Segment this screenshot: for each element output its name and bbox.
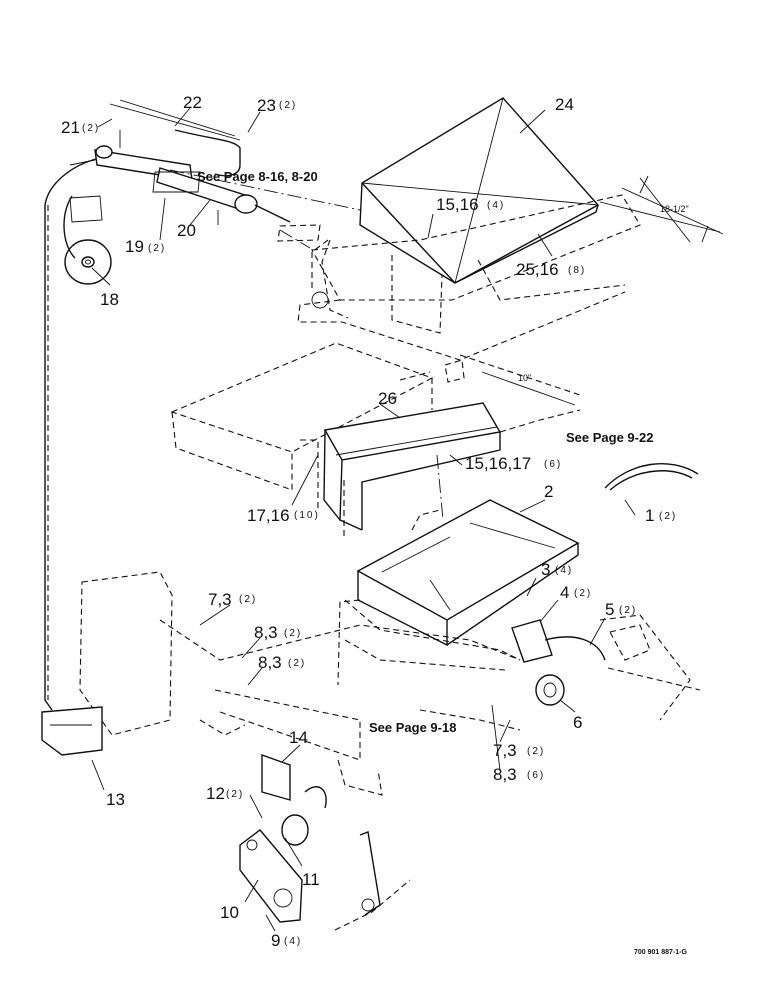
callout-15-16: 15,16 bbox=[436, 195, 479, 214]
note-see-page-9-18: See Page 9-18 bbox=[369, 720, 456, 735]
callout-8-3-upper-qty: (2) bbox=[284, 628, 302, 639]
callout-12-qty: (2) bbox=[226, 789, 244, 800]
cover-plate bbox=[261, 754, 327, 809]
callout-14: 14 bbox=[289, 728, 308, 747]
callout-9-qty: (4) bbox=[284, 936, 302, 947]
callout-7-3-upper-qty: (2) bbox=[239, 594, 257, 605]
callout-25-16-qty: (8) bbox=[568, 265, 586, 276]
callout-8-3-lower-qty: (6) bbox=[527, 770, 545, 781]
hidden-box bbox=[170, 342, 434, 491]
callout-15-16-qty: (4) bbox=[487, 200, 505, 211]
callout-4-qty: (2) bbox=[574, 588, 592, 599]
upper-frame bbox=[297, 177, 721, 383]
dimension-18-half: 18-1/2" bbox=[660, 204, 689, 214]
callout-9: 9 bbox=[271, 931, 280, 950]
callout-19-qty: (2) bbox=[148, 243, 166, 254]
callout-23: 23 bbox=[257, 96, 276, 115]
callout-8-3-lower: 8,3 bbox=[493, 765, 517, 784]
motor bbox=[511, 619, 606, 663]
dimension-10: 10" bbox=[518, 373, 531, 383]
shield bbox=[300, 402, 581, 531]
callout-6: 6 bbox=[573, 713, 582, 732]
callout-7-3-upper: 7,3 bbox=[208, 590, 232, 609]
cylinder-assembly bbox=[69, 99, 321, 242]
callout-24: 24 bbox=[555, 95, 574, 114]
pulley bbox=[63, 195, 112, 285]
callout-4: 4 bbox=[560, 583, 569, 602]
callout-8-3-upper: 8,3 bbox=[254, 623, 278, 642]
strap bbox=[604, 462, 699, 491]
center-lines bbox=[169, 169, 444, 521]
callout-8-3-middle: 8,3 bbox=[258, 653, 282, 672]
callout-2: 2 bbox=[544, 482, 553, 501]
callout-23-qty: (2) bbox=[279, 100, 297, 111]
callout-18: 18 bbox=[100, 290, 119, 309]
hood bbox=[359, 97, 600, 284]
callout-17-16: 17,16 bbox=[247, 506, 290, 525]
dimension-lines bbox=[459, 175, 724, 406]
callout-5-qty: (2) bbox=[619, 605, 637, 616]
callout-21-qty: (2) bbox=[82, 123, 100, 134]
callout-3-qty: (4) bbox=[555, 565, 573, 576]
callout-3: 3 bbox=[541, 560, 550, 579]
callout-19: 19 bbox=[125, 237, 144, 256]
drawing-number: 700 901 887-1-G bbox=[634, 949, 687, 956]
callout-8-3-middle-qty: (2) bbox=[288, 658, 306, 669]
callout-26: 26 bbox=[378, 389, 397, 408]
callout-15-16-17: 15,16,17 bbox=[465, 454, 531, 473]
callout-5: 5 bbox=[605, 600, 614, 619]
lower-arm bbox=[334, 831, 411, 931]
callout-1: 1 bbox=[645, 506, 654, 525]
callout-11: 11 bbox=[302, 870, 320, 889]
callout-15-16-17-qty: (6) bbox=[544, 459, 562, 470]
callout-7-3-lower: 7,3 bbox=[493, 741, 517, 760]
callout-1-qty: (2) bbox=[659, 511, 677, 522]
callout-22: 22 bbox=[183, 93, 202, 112]
gearbox bbox=[239, 814, 309, 923]
left-bracket bbox=[41, 706, 103, 756]
callout-13: 13 bbox=[106, 790, 125, 809]
lower-frame bbox=[79, 571, 701, 796]
leader-lines bbox=[91, 107, 636, 932]
callout-21: 21 bbox=[61, 118, 80, 137]
callout-labels: 21 (2) 22 23 (2) 24 See Page 8-16, 8-20 … bbox=[61, 93, 689, 956]
note-see-page-8: See Page 8-16, 8-20 bbox=[197, 169, 318, 184]
note-see-page-9-22: See Page 9-22 bbox=[566, 430, 653, 445]
callout-12: 12 bbox=[206, 784, 225, 803]
callout-7-3-lower-qty: (2) bbox=[527, 746, 545, 757]
callout-17-16-qty: (10) bbox=[294, 510, 320, 521]
callout-10: 10 bbox=[220, 903, 239, 922]
pan bbox=[337, 480, 580, 686]
callout-25-16: 25,16 bbox=[516, 260, 559, 279]
roller bbox=[535, 674, 565, 706]
callout-20: 20 bbox=[177, 221, 196, 240]
